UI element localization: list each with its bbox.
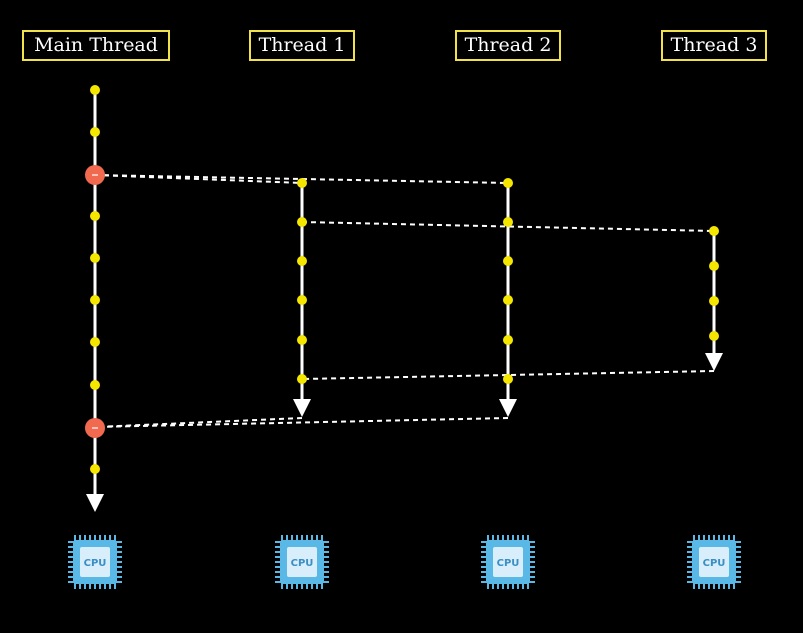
cpu-chip-icon: CPU — [275, 535, 329, 589]
thread-1-label: Thread 1 — [249, 30, 355, 61]
cpu-label: CPU — [497, 558, 520, 569]
cpu-label: CPU — [291, 558, 314, 569]
cpu-label: CPU — [84, 558, 107, 569]
thread-1-timeline — [293, 178, 311, 417]
thread-3-timeline — [705, 226, 723, 371]
fork-main-to-thread-1 — [94, 174, 303, 184]
main-thread-timeline — [85, 85, 105, 512]
dashed-connectors — [94, 174, 715, 428]
join-thread-2-to-main — [94, 417, 509, 428]
thread-3-label: Thread 3 — [661, 30, 767, 61]
thread-2-arrowhead — [499, 399, 517, 417]
thread-2-steps — [503, 178, 513, 384]
thread-1-steps — [297, 178, 307, 384]
cpu-label: CPU — [703, 558, 726, 569]
thread-2-timeline — [499, 178, 517, 417]
cpu-chip-icon: CPU — [68, 535, 122, 589]
thread-3-arrowhead — [705, 353, 723, 371]
thread-3-steps — [709, 226, 719, 341]
thread-1-arrowhead — [293, 399, 311, 417]
thread-2-label: Thread 2 — [455, 30, 561, 61]
main-thread-steps — [90, 85, 100, 474]
fork-main-to-thread-2 — [94, 174, 509, 184]
join-thread-3-to-thread-1 — [301, 370, 715, 380]
cpu-chip-icon: CPU — [687, 535, 741, 589]
main-thread-arrowhead — [86, 494, 104, 512]
main-thread-label: Main Thread — [22, 30, 170, 61]
cpu-chip-icon: CPU — [481, 535, 535, 589]
fork-thread-1-to-thread-3 — [301, 221, 715, 232]
